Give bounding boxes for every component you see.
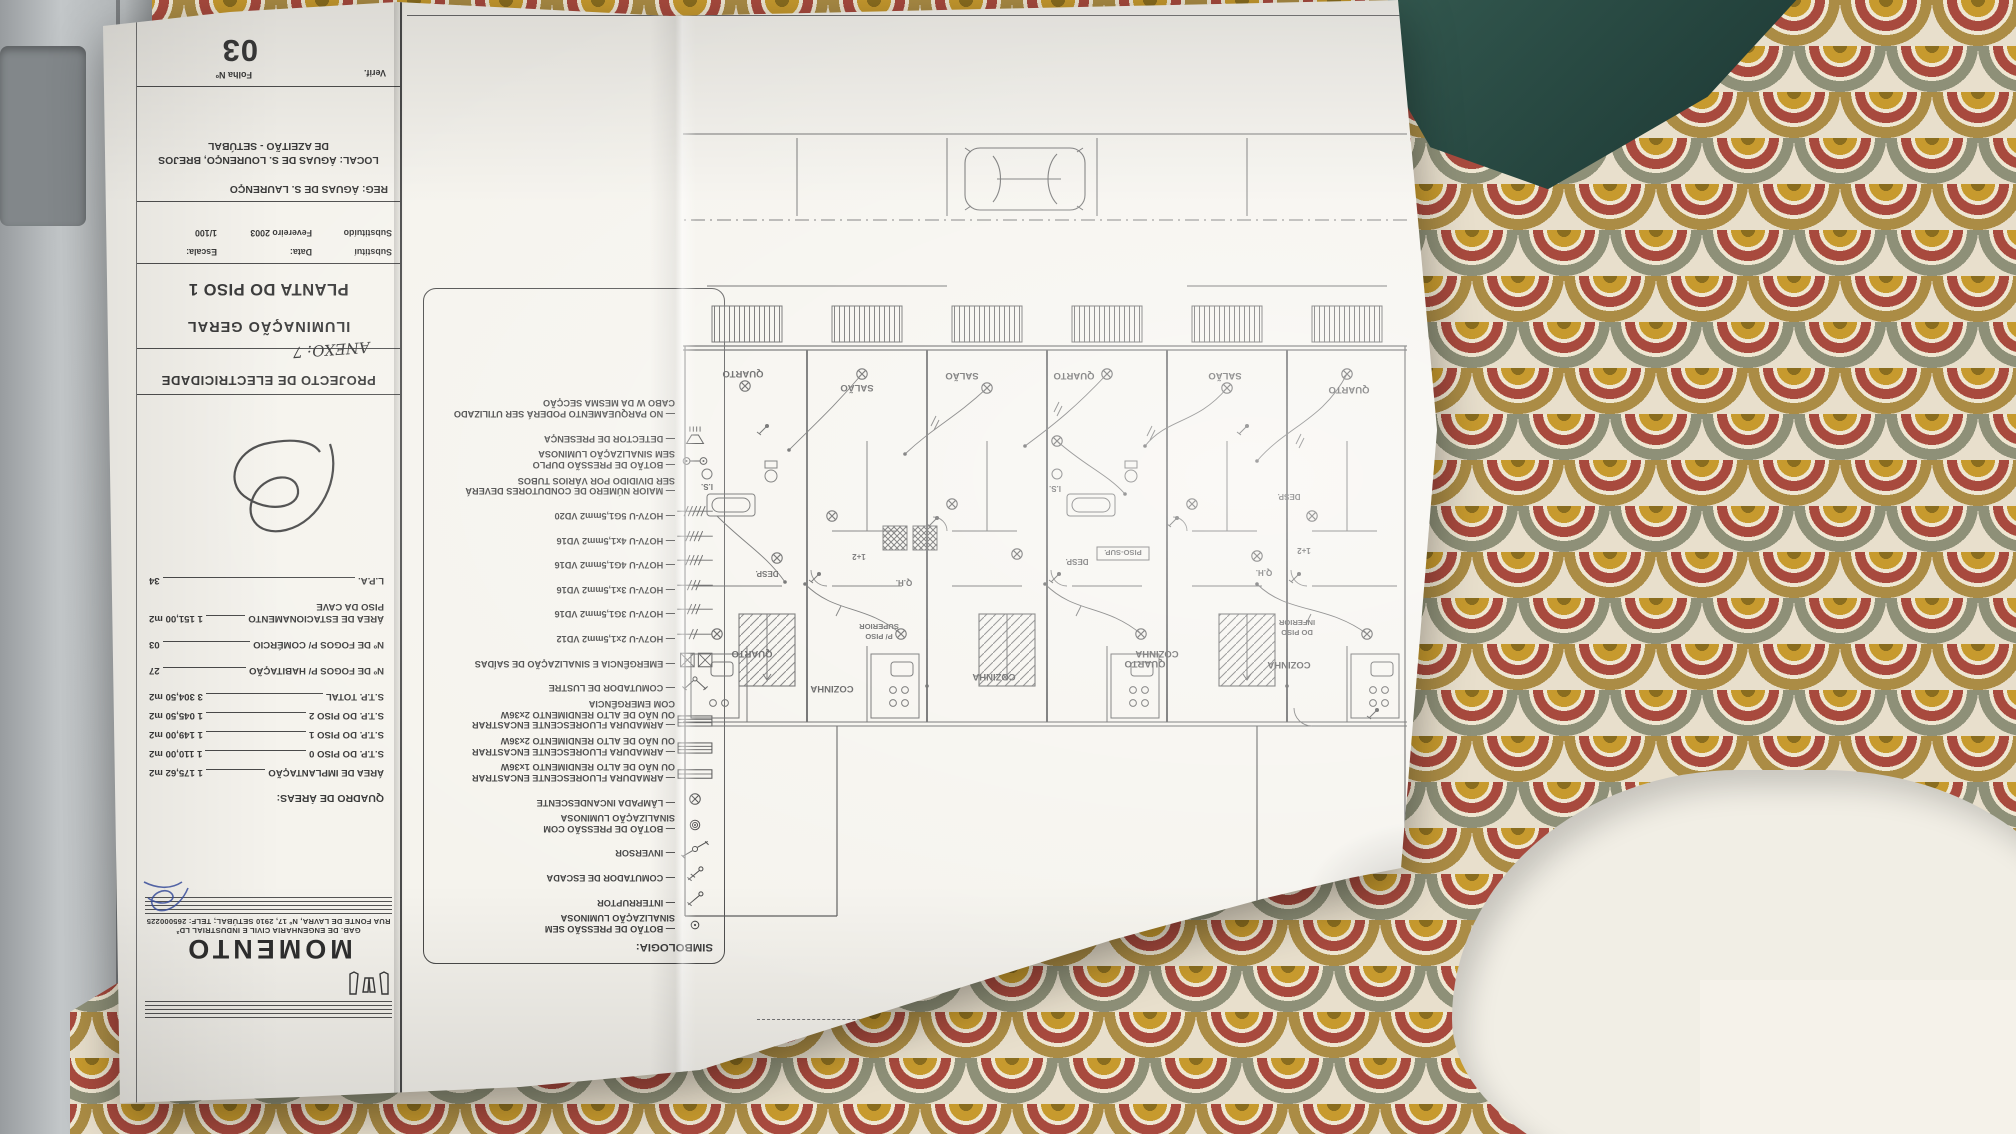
bloco-marker: BLOCO C BLOCO C xyxy=(886,1044,969,1074)
bloco-label: BLOCO C xyxy=(1151,1026,1187,1036)
section-cut-icon xyxy=(895,1082,915,1094)
bloco-dash-line xyxy=(1145,1016,1147,1046)
grey-surface-slot xyxy=(0,46,86,226)
bloco-label: BLOCO C xyxy=(886,1054,923,1064)
bloco-label: BLOCO B xyxy=(1104,1026,1141,1036)
bloco-dash-line xyxy=(927,1044,929,1074)
bloco-label: BLOCO C xyxy=(933,1054,969,1064)
white-pillow-corner xyxy=(1700,980,2016,1134)
bloco-marker: BLOCO C BLOCO B xyxy=(1104,1016,1187,1046)
